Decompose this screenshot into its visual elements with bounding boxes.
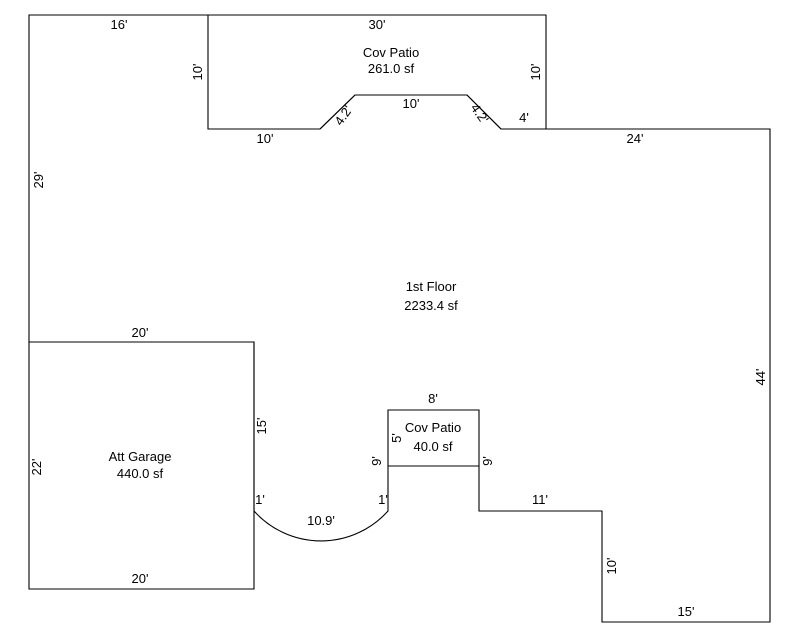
dim-patio-bottom-left: 10'	[257, 131, 274, 146]
dim-entry-step: 1'	[378, 492, 388, 507]
dim-small-patio-width: 8'	[428, 391, 438, 406]
covered-patio-small-outline	[387, 409, 480, 467]
dim-small-patio-right: 9'	[480, 456, 495, 466]
room-first-floor-name: 1st Floor	[406, 279, 457, 294]
dim-small-patio-depth: 5'	[389, 433, 404, 443]
dim-right-step-width: 11'	[532, 492, 548, 507]
dim-garage-top: 20'	[132, 325, 149, 340]
dim-patio-bay-left: 4.2'	[331, 103, 355, 128]
dim-wing-bottom-width: 15'	[678, 604, 695, 619]
dim-left-upper-height: 29'	[31, 172, 46, 189]
first-floor-outline	[28, 14, 771, 623]
dim-garage-left: 22'	[29, 459, 44, 476]
dim-arc-length: 10.9'	[307, 513, 335, 528]
covered-patio-top-outline	[208, 14, 547, 130]
dim-garage-right: 15'	[254, 418, 269, 435]
room-att-garage-name: Att Garage	[109, 449, 172, 464]
dim-patio-bottom-right: 4'	[519, 110, 529, 125]
att-garage-outline	[28, 341, 255, 590]
dim-patio-right-depth: 10'	[528, 64, 543, 81]
dim-garage-step: 1'	[255, 492, 265, 507]
dim-right-top-width: 24'	[627, 131, 644, 146]
dim-right-height: 44'	[753, 369, 768, 386]
room-cov-patio-top-name: Cov Patio	[363, 45, 419, 60]
dim-top-left-width: 16'	[111, 17, 128, 32]
dim-patio-bay-right: 4.2'	[468, 101, 492, 126]
dim-patio-bay-center: 10'	[403, 96, 420, 111]
room-cov-patio-small-name: Cov Patio	[405, 420, 461, 435]
room-first-floor-area: 2233.4 sf	[404, 298, 458, 313]
room-cov-patio-small-area: 40.0 sf	[413, 439, 452, 454]
dim-top-patio-width: 30'	[369, 17, 386, 32]
room-att-garage-area: 440.0 sf	[117, 466, 164, 481]
room-cov-patio-top-area: 261.0 sf	[368, 61, 415, 76]
dim-wing-left-height: 10'	[604, 558, 619, 575]
dim-patio-left-depth: 10'	[190, 64, 205, 81]
dim-garage-bottom: 20'	[132, 571, 149, 586]
dim-entry-left: 9'	[369, 456, 384, 466]
